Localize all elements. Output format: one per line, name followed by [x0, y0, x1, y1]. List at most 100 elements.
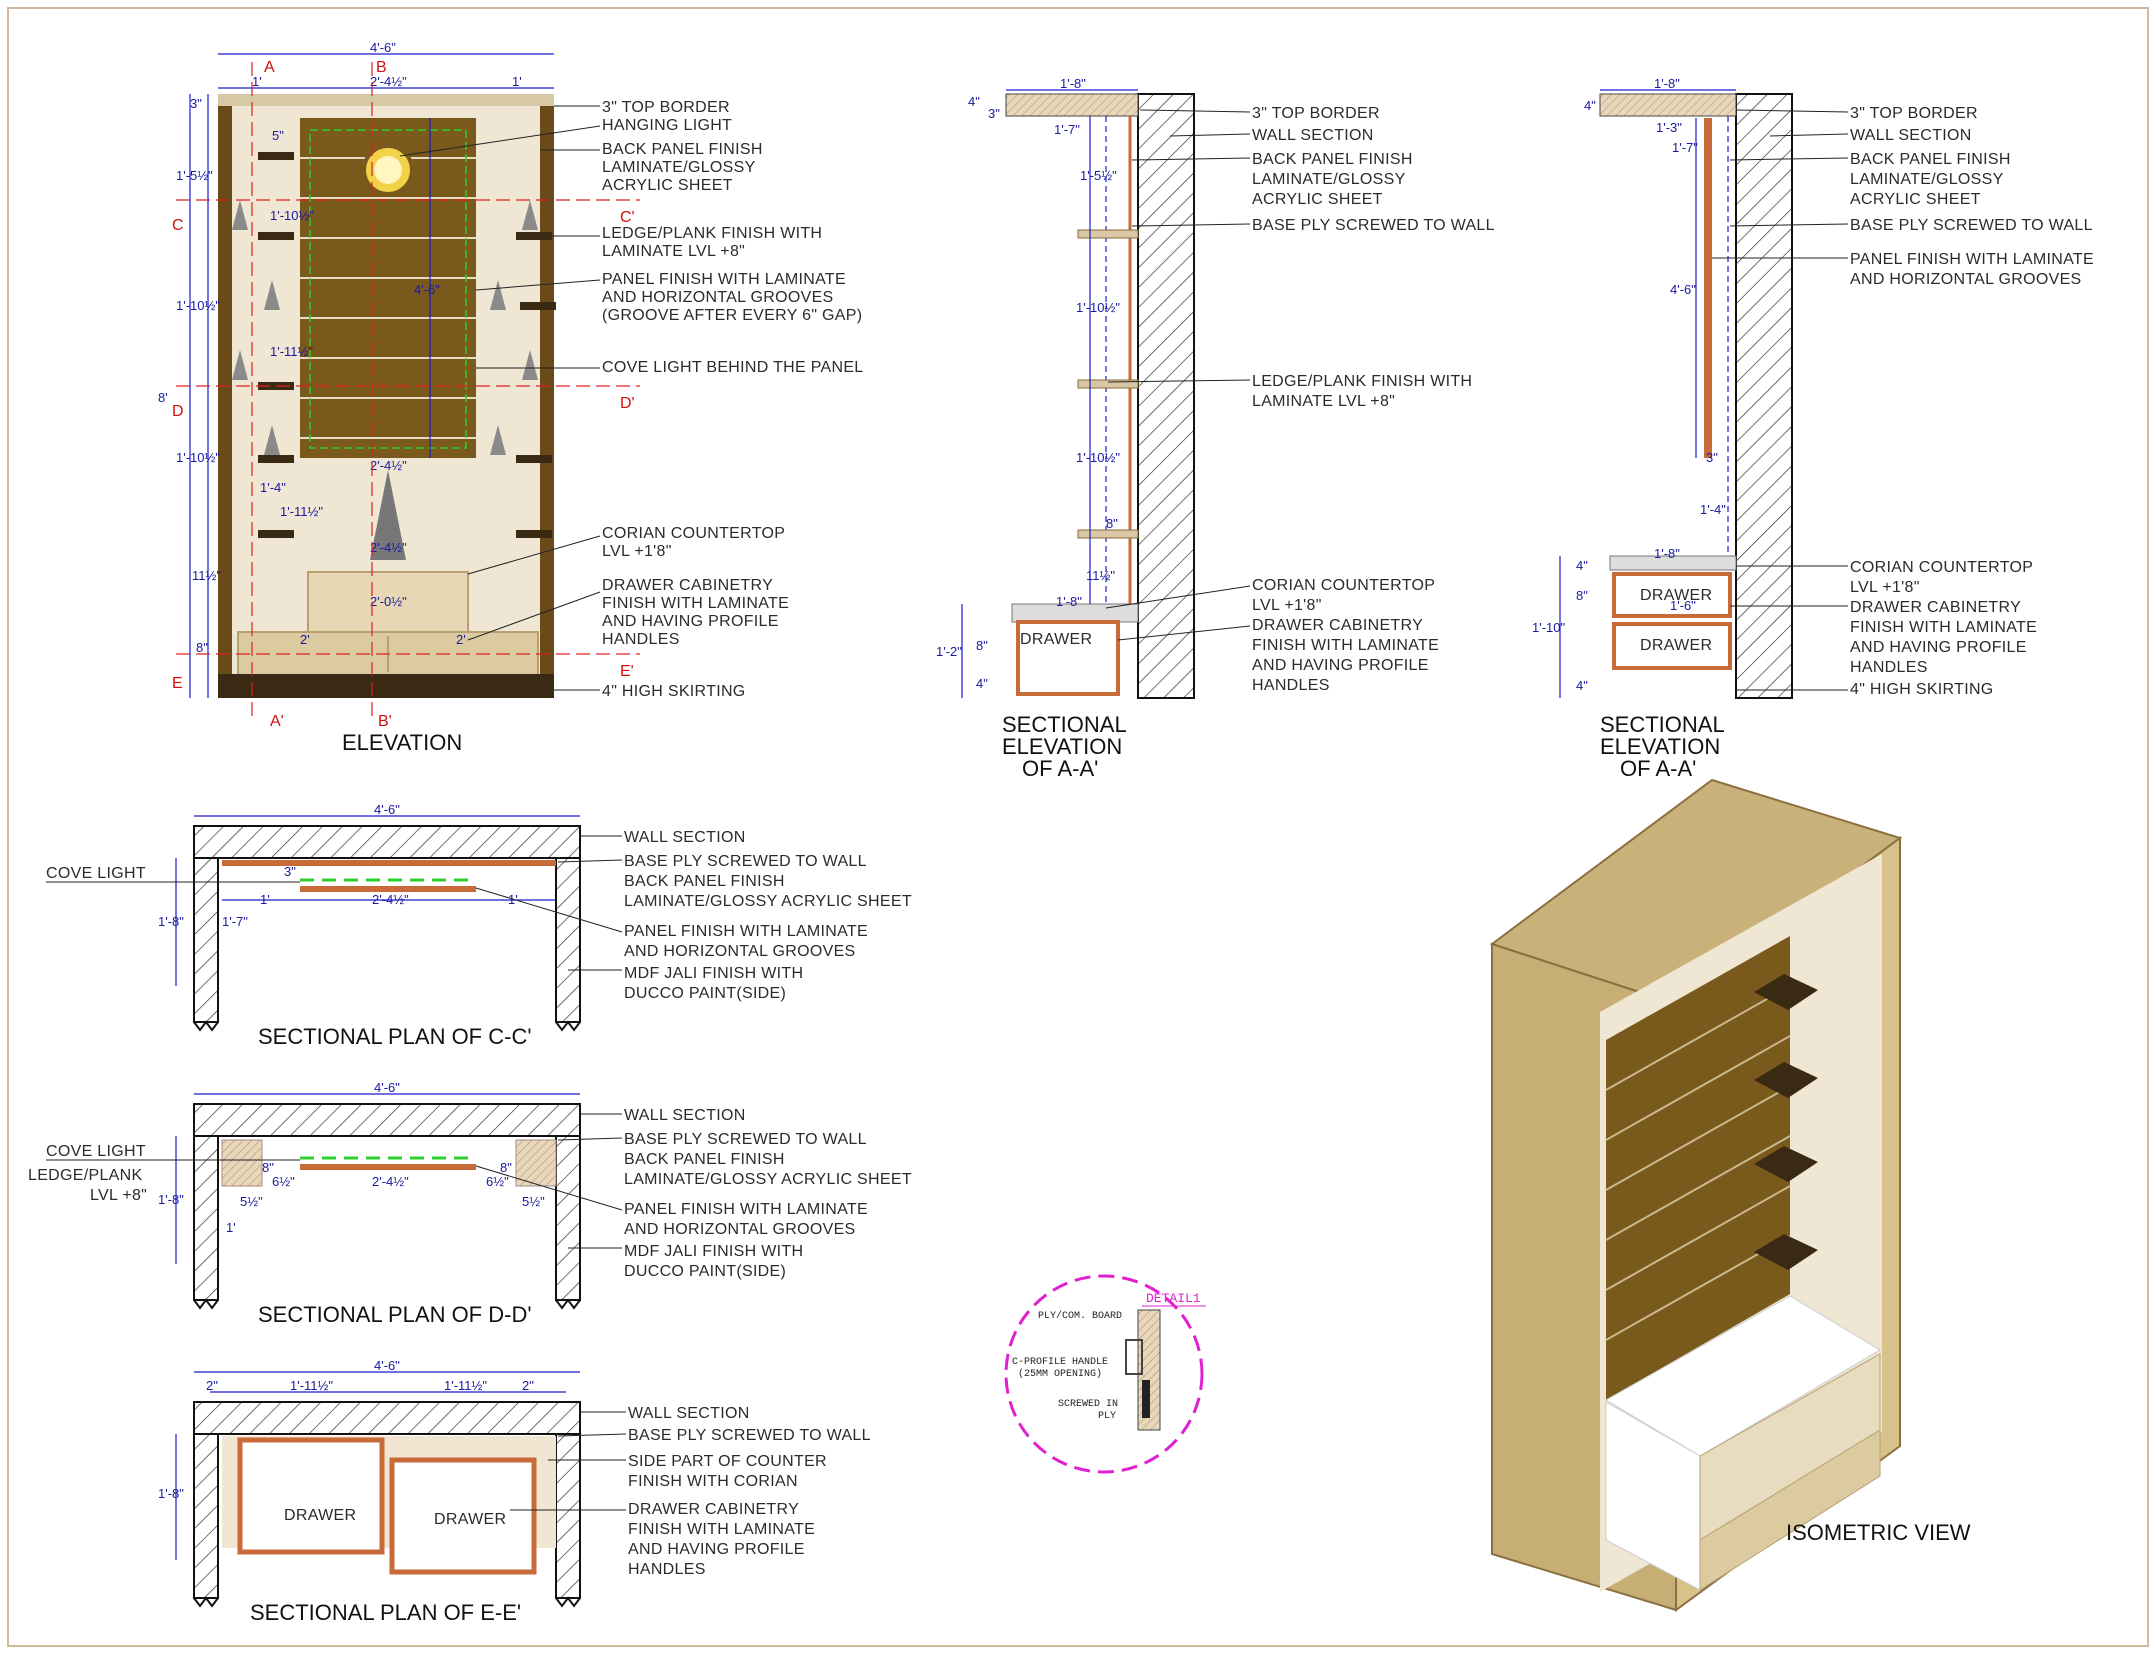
detail-label-0: PLY/COM. BOARD — [1038, 1310, 1122, 1322]
plane-drawer-2: DRAWER — [434, 1511, 506, 1528]
drawer-text-sec1: DRAWER — [1020, 631, 1092, 648]
title-sec2-line1: SECTIONAL — [1600, 712, 1725, 737]
dim-v5: 1'-11½" — [270, 344, 313, 359]
sec1-dim-9: 11½" — [1086, 568, 1115, 583]
dim-top: 3" — [190, 96, 202, 111]
section-c: C — [172, 217, 184, 234]
sec1-label-12: AND HAVING PROFILE — [1252, 657, 1429, 674]
plane-label-2: SIDE PART OF COUNTER — [628, 1453, 827, 1470]
sec1-dims: 1'-8" 4" 3" 1'-7" 1'-5½" 1'-10½" 1'-10½"… — [936, 76, 1138, 698]
drawer-text-sec2a: DRAWER — [1640, 587, 1712, 604]
sec2-dim-2: 1'-3" — [1656, 120, 1682, 135]
hanging-light-glow — [374, 156, 402, 184]
ledges-sec1 — [1077, 229, 1139, 539]
sec2-label-4: ACRYLIC SHEET — [1850, 191, 1981, 208]
sec2-dim-9: 8" — [1576, 588, 1588, 603]
sec1-label-3: LAMINATE/GLOSSY — [1252, 171, 1406, 188]
label-drawer-lam: FINISH WITH LAMINATE — [602, 595, 789, 612]
sec2-labels: 3" TOP BORDER WALL SECTION BACK PANEL FI… — [1850, 105, 2094, 698]
title-sec1-line1: SECTIONAL — [1002, 712, 1127, 737]
dim-side-width: 1' — [252, 74, 262, 89]
section-a-prime: A' — [270, 713, 284, 730]
sec2-label-3: LAMINATE/GLOSSY — [1850, 171, 2004, 188]
sec1-label-10: DRAWER CABINETRY — [1252, 617, 1423, 634]
sec1-label-11: FINISH WITH LAMINATE — [1252, 637, 1439, 654]
sec1-dim-0: 1'-8" — [1060, 76, 1086, 91]
counter-sec2 — [1609, 555, 1737, 571]
dim-height: 8' — [158, 390, 168, 405]
plane-dim-1: 2" — [206, 1378, 218, 1393]
pland-label-1: BASE PLY SCREWED TO WALL — [624, 1131, 867, 1148]
dim-mid-width-3: 2'-4½" — [370, 540, 407, 555]
dim-skirt: 8" — [196, 640, 208, 655]
sec2-label-7: AND HORIZONTAL GROOVES — [1850, 271, 2082, 288]
planc-dim-1: 3" — [284, 864, 296, 879]
pland-dim-6: 5½" — [240, 1194, 263, 1209]
plane-label-0: WALL SECTION — [628, 1405, 750, 1422]
planc-left-label: COVE LIGHT — [46, 865, 146, 882]
sec1-dim-11: 1'-2" — [936, 644, 962, 659]
dim-v3: 1'-10½" — [176, 450, 220, 465]
isometric-view: ISOMETRIC VIEW — [1489, 778, 1971, 1612]
section-c-prime: C' — [620, 209, 635, 226]
title-plan-d: SECTIONAL PLAN OF D-D' — [258, 1302, 532, 1327]
pland-dim-5: 8" — [500, 1160, 512, 1175]
pland-left-2: LVL +8" — [90, 1187, 147, 1204]
detail-circle — [1004, 1274, 1204, 1474]
plan-c: 4'-6" 3" 1' 2'-4½" 1' 1'-8" 1'-7" COVE L… — [46, 802, 912, 1049]
section-a: A — [264, 59, 275, 76]
section-markers: A A' B B' C C' D D' E E' — [172, 59, 640, 730]
plane-dim-2: 1'-11½" — [290, 1378, 333, 1393]
title-sec2-line2: ELEVATION — [1600, 734, 1720, 759]
pland-dim-3: 2'-4½" — [372, 1174, 409, 1189]
title-elevation: ELEVATION — [342, 730, 462, 755]
sec2-label-11: FINISH WITH LAMINATE — [1850, 619, 2037, 636]
plane-dim-0: 4'-6" — [374, 1358, 400, 1373]
title-plan-e: SECTIONAL PLAN OF E-E' — [250, 1600, 521, 1625]
drawer-text-sec2b: DRAWER — [1640, 637, 1712, 654]
planc-label-1: BASE PLY SCREWED TO WALL — [624, 853, 867, 870]
detail-label-4: PLY — [1098, 1411, 1116, 1422]
label-skirting: 4" HIGH SKIRTING — [602, 683, 746, 700]
sec1-dim-12: 8" — [976, 638, 988, 653]
planc-label-6: MDF JALI FINISH WITH — [624, 965, 803, 982]
dim-overall-width: 4'-6" — [370, 40, 396, 55]
section-e: E — [172, 675, 183, 692]
plane-label-3: FINISH WITH CORIAN — [628, 1473, 798, 1490]
label-drawer-handles: HANDLES — [602, 631, 680, 648]
sec2-label-0: 3" TOP BORDER — [1850, 105, 1978, 122]
sec1-label-8: CORIAN COUNTERTOP — [1252, 577, 1435, 594]
sec1-dim-13: 4" — [976, 676, 988, 691]
sec2-dims: 1'-8" 4" 1'-3" 1'-7" 4'-6" 3" 1'-4" 1'-8… — [1532, 76, 1736, 698]
plan-d: 4'-6" 8" 6½" 2'-4½" 6½" 8" 5½" 5½" 1'-8"… — [28, 1080, 912, 1327]
sec1-label-5: BASE PLY SCREWED TO WALL — [1252, 217, 1495, 234]
skirting — [218, 674, 554, 698]
sec2-label-2: BACK PANEL FINISH — [1850, 151, 2011, 168]
label-back-panel: BACK PANEL FINISH — [602, 141, 763, 158]
sec1-dim-6: 1'-10½" — [1076, 300, 1120, 315]
sec2-label-6: PANEL FINISH WITH LAMINATE — [1850, 251, 2094, 268]
label-acrylic: ACRYLIC SHEET — [602, 177, 733, 194]
sec2-dim-5: 3" — [1706, 450, 1718, 465]
sec2-dim-3: 1'-7" — [1672, 140, 1698, 155]
label-drawer-profile: AND HAVING PROFILE — [602, 613, 779, 630]
pland-dim-0: 4'-6" — [374, 1080, 400, 1095]
plane-label-6: AND HAVING PROFILE — [628, 1541, 805, 1558]
dim-side-width-right: 1' — [512, 74, 522, 89]
pland-dim-2: 6½" — [272, 1174, 295, 1189]
dim-v4: 1'-10½" — [270, 208, 314, 223]
label-drawer-cab: DRAWER CABINETRY — [602, 577, 773, 594]
sec1-label-7: LAMINATE LVL +8" — [1252, 393, 1395, 410]
sec2-dim-0: 1'-8" — [1654, 76, 1680, 91]
plan-e: DRAWER DRAWER 4'-6" 2" 1'-11½" 1'-11½" 2… — [158, 1358, 871, 1625]
sec2-label-1: WALL SECTION — [1850, 127, 1972, 144]
pland-label-2: BACK PANEL FINISH — [624, 1151, 785, 1168]
dim-counter-width: 2'-0½" — [370, 594, 407, 609]
panel-grooves — [300, 157, 476, 439]
wall-section-2 — [1735, 93, 1793, 699]
sec1-dim-1: 4" — [968, 94, 980, 109]
pland-dim-4: 6½" — [486, 1174, 509, 1189]
title-sec1-line3: OF A-A' — [1022, 756, 1098, 781]
